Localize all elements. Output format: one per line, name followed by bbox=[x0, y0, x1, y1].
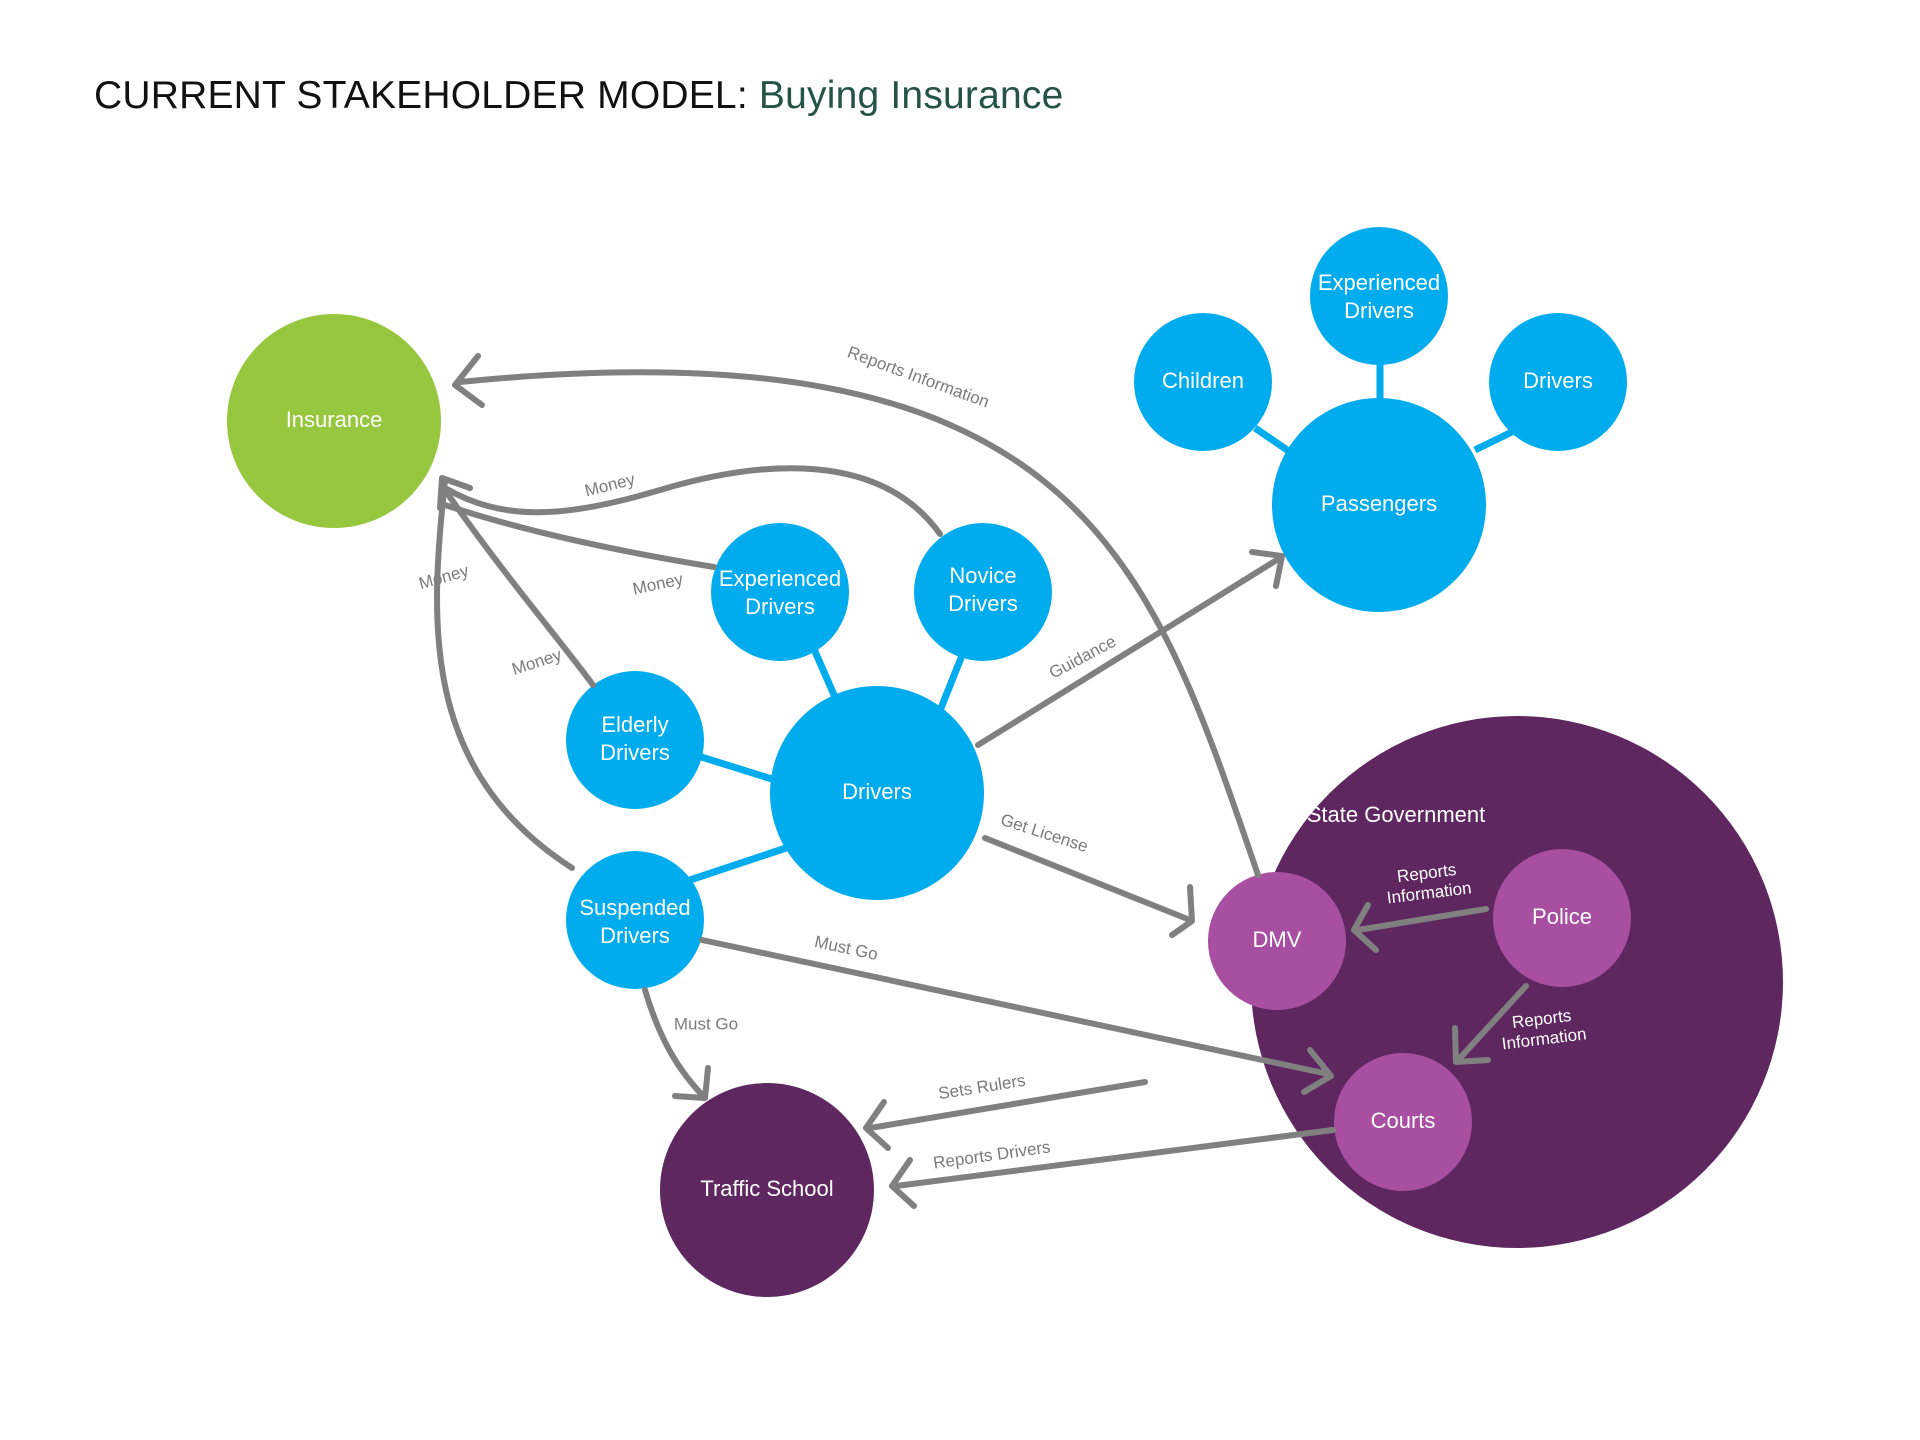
suspended-drivers-label-2: Drivers bbox=[600, 923, 670, 948]
traffic-school-node bbox=[660, 1083, 874, 1297]
police-node bbox=[1493, 849, 1631, 987]
insurance-label: Insurance bbox=[286, 407, 383, 432]
elderly-drivers-label-1: Elderly bbox=[601, 712, 668, 737]
arrowhead-guidance bbox=[1249, 549, 1285, 589]
courts-label: Courts bbox=[1371, 1108, 1436, 1133]
arrowhead-sets-rulers bbox=[863, 1099, 891, 1151]
passenger-experienced-drivers-node bbox=[1310, 227, 1448, 365]
title-subtitle: Buying Insurance bbox=[758, 74, 1064, 117]
experienced-drivers-label-2: Drivers bbox=[745, 594, 815, 619]
edge-drivers-dmv bbox=[982, 835, 1193, 923]
edge-label-money-experienced: Money bbox=[631, 569, 685, 598]
elderly-drivers-node bbox=[566, 671, 704, 809]
passengers-node bbox=[1272, 398, 1486, 612]
drivers-node bbox=[770, 686, 984, 900]
edge-experienced-insurance bbox=[442, 502, 717, 570]
edge-dmv-insurance bbox=[457, 369, 1261, 878]
edge-suspended-school bbox=[642, 987, 708, 1101]
dmv-label: DMV bbox=[1253, 927, 1302, 952]
edge-courts-school bbox=[893, 1127, 1336, 1189]
novice-drivers-node bbox=[914, 523, 1052, 661]
suspended-drivers-node bbox=[566, 851, 704, 989]
arrowhead-get-license bbox=[1169, 884, 1195, 938]
children-label: Children bbox=[1162, 368, 1244, 393]
edge-suspended-insurance bbox=[434, 477, 575, 871]
edge-label-money-elderly: Money bbox=[509, 645, 564, 679]
edge-label-reports-information: Reports Information bbox=[845, 343, 992, 412]
edge-suspended-courts bbox=[699, 937, 1331, 1077]
experienced-drivers-label-1: Experienced bbox=[719, 566, 841, 591]
edge-label-must-go-courts: Must Go bbox=[813, 932, 880, 964]
passenger-drivers-node bbox=[1489, 313, 1627, 451]
passenger-experienced-label-1: Experienced bbox=[1318, 270, 1440, 295]
state-government-label: State Government bbox=[1307, 802, 1486, 827]
suspended-drivers-label-1: Suspended bbox=[579, 895, 690, 920]
arrowhead-reports-drivers bbox=[889, 1157, 917, 1209]
children-node bbox=[1134, 313, 1272, 451]
edge-government-school bbox=[867, 1079, 1148, 1131]
police-label: Police bbox=[1532, 904, 1592, 929]
drivers-label: Drivers bbox=[842, 779, 912, 804]
arrowhead-money bbox=[437, 475, 473, 511]
novice-drivers-label-2: Drivers bbox=[948, 591, 1018, 616]
insurance-node bbox=[227, 314, 441, 528]
arrowhead-police-dmv bbox=[1351, 902, 1379, 953]
edge-police-courts bbox=[1457, 983, 1529, 1061]
passenger-experienced-label-2: Drivers bbox=[1344, 298, 1414, 323]
arrowhead-must-go-school bbox=[672, 1065, 711, 1101]
novice-drivers-label-1: Novice bbox=[949, 563, 1016, 588]
edge-novice-insurance bbox=[442, 465, 943, 537]
edge-label-must-go-school: Must Go bbox=[674, 1014, 738, 1033]
passengers-label: Passengers bbox=[1321, 491, 1437, 516]
edge-label-sets-rulers: Sets Rulers bbox=[937, 1071, 1027, 1104]
traffic-school-label: Traffic School bbox=[700, 1176, 833, 1201]
link-novice-drivers bbox=[933, 646, 969, 720]
edge-police-dmv bbox=[1355, 906, 1489, 933]
dmv-node bbox=[1208, 872, 1346, 1010]
edge-drivers-passengers bbox=[975, 555, 1283, 748]
edge-label-guidance: Guidance bbox=[1046, 632, 1119, 683]
arrowhead-police-courts bbox=[1452, 1025, 1491, 1065]
arrowhead-must-go-courts bbox=[1301, 1047, 1334, 1095]
link-elderly-drivers bbox=[693, 751, 777, 784]
edge-elderly-insurance bbox=[442, 487, 596, 688]
courts-node bbox=[1334, 1053, 1472, 1191]
arrowhead-dmv-insurance bbox=[452, 353, 485, 408]
link-children-passengers bbox=[1253, 425, 1292, 455]
title-main: CURRENT STAKEHOLDER MODEL: bbox=[94, 74, 759, 117]
edge-label-money-suspended: Money bbox=[417, 561, 472, 593]
page-title: CURRENT STAKEHOLDER MODEL: Buying Insura… bbox=[94, 74, 1063, 118]
elderly-drivers-label-2: Drivers bbox=[600, 740, 670, 765]
link-suspended-drivers bbox=[688, 841, 797, 884]
passenger-drivers-label: Drivers bbox=[1523, 368, 1593, 393]
experienced-drivers-node bbox=[711, 523, 849, 661]
